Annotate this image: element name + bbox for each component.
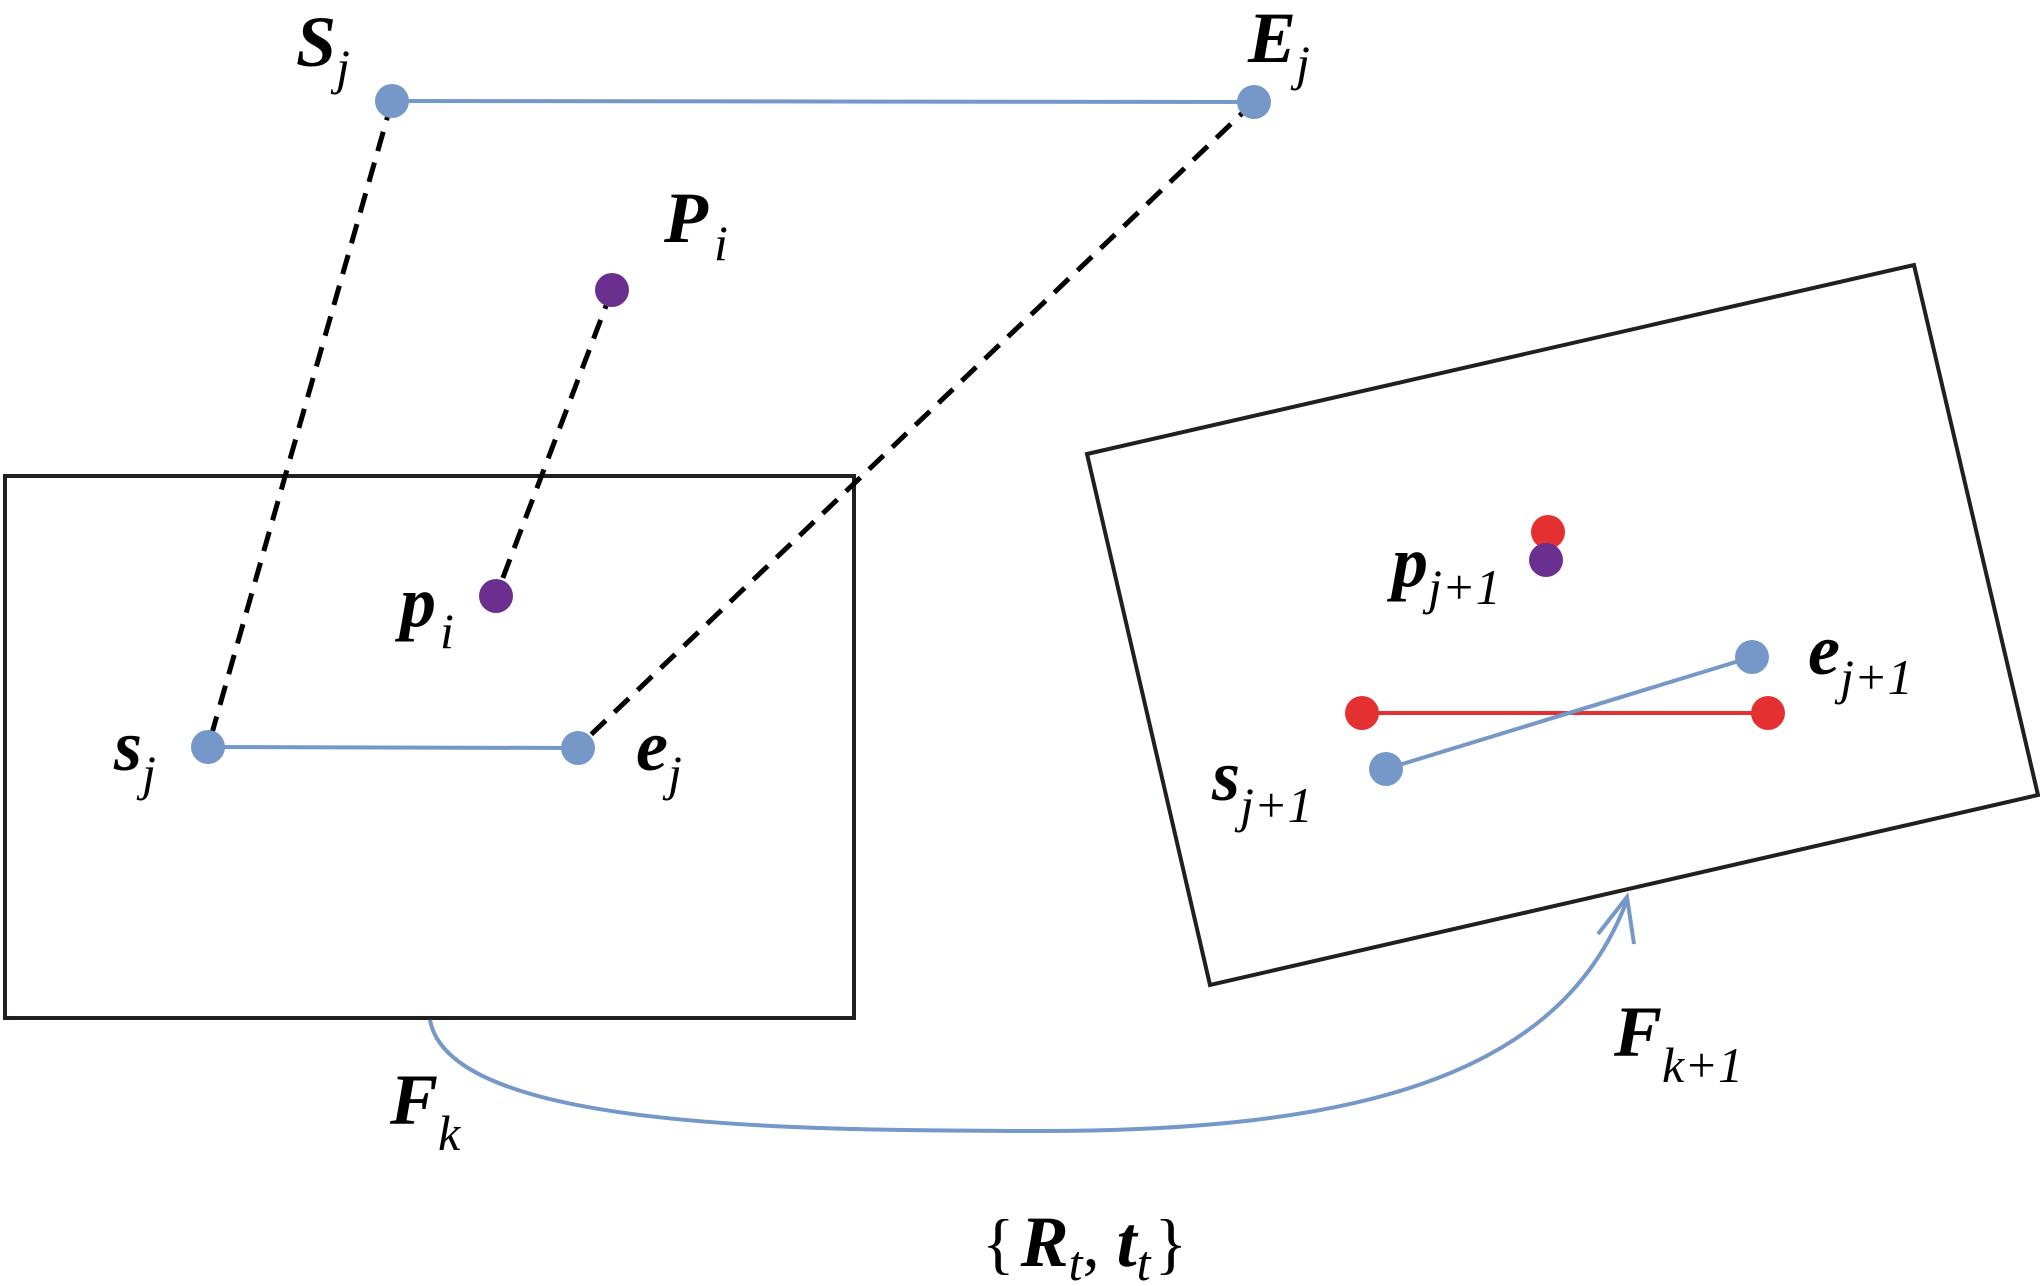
point-Sj [375,84,409,118]
point-ej1 [1735,640,1769,674]
point-pi [479,579,513,613]
point-pj1-red [1531,515,1565,549]
label-sj: sj [113,706,156,801]
frame-fk [3,474,856,1020]
point-sj [191,730,225,764]
projection-ray-p [493,289,615,597]
label-Fk1: Fk+1 [1613,992,1743,1093]
point-sj1 [1369,752,1403,786]
label-transform: {Rt, tt} [982,1202,1187,1286]
transform-arrow [428,899,1629,1134]
label-Ej: Ej [1247,0,1310,91]
projection-ray-s [205,100,395,748]
label-pj1: pj+1 [1386,522,1501,615]
label-ej1: ej+1 [1808,610,1913,705]
point-Pi [595,273,629,307]
label-Fk: Fk [389,1060,461,1161]
point-pj1-purple [1529,543,1563,577]
line-3d-sj-ej [391,99,1255,104]
label-Sj: Sj [296,2,350,95]
point-ej [561,731,595,765]
frame-fk1 [1084,262,2040,988]
label-pi: pi [394,562,454,659]
point-Ej [1237,85,1271,119]
line-blue-observed [1385,655,1753,771]
projection-ray-e [576,100,1256,749]
label-sj1: sj+1 [1211,736,1313,833]
arrowhead-icon [1596,892,1636,945]
label-ej: ej [636,706,682,801]
line-2d-sj-ej [207,745,579,750]
point-red-left [1345,696,1379,730]
point-red-right [1751,696,1785,730]
